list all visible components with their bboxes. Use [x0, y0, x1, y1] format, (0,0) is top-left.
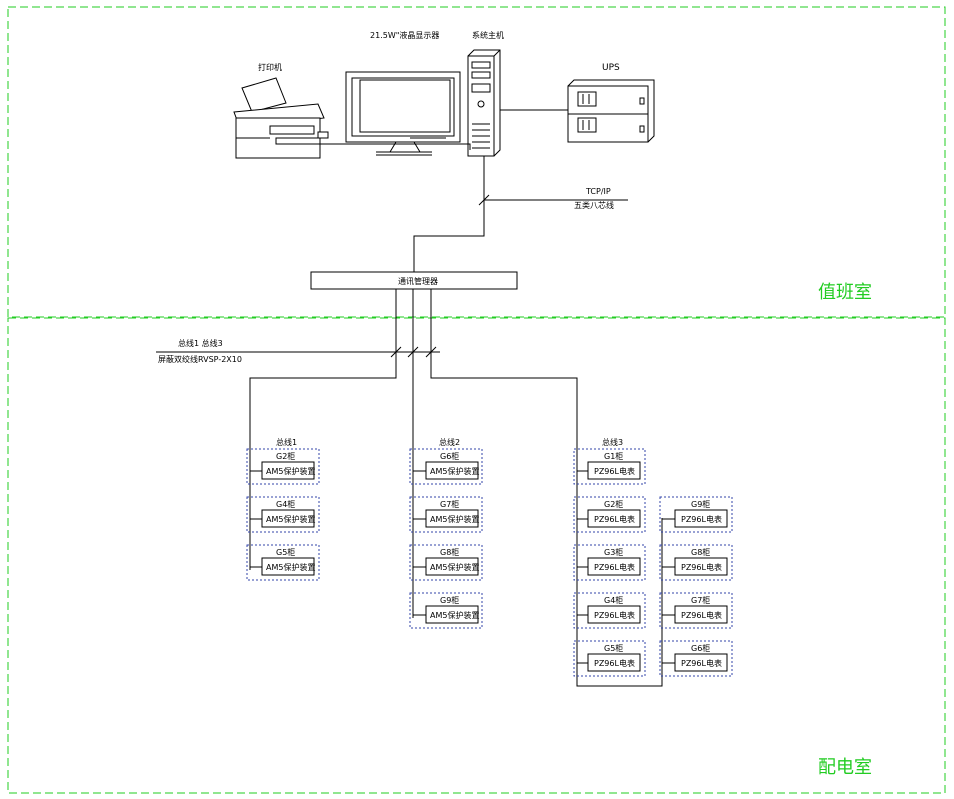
- bus-cable-spec-label: 屏蔽双绞线RVSP-2X10: [158, 354, 242, 364]
- device-node: G1柜 PZ96L电表: [573, 448, 646, 485]
- meter-label: PZ96L电表: [594, 466, 635, 476]
- printer-host-cable: [318, 143, 471, 150]
- meter-label: AM5保护装置: [266, 562, 315, 572]
- device-node: G9柜 AM5保护装置: [409, 592, 483, 629]
- device-node: G4柜 AM5保护装置: [246, 496, 320, 533]
- device-node: G5柜 PZ96L电表: [573, 640, 646, 677]
- cabinet-label: G2柜: [276, 451, 295, 461]
- bus-tick-2: [407, 346, 419, 358]
- device-node: G7柜 PZ96L电表: [659, 592, 733, 629]
- bus2-label: 总线2: [439, 437, 460, 447]
- cabinet-label: G8柜: [691, 547, 710, 557]
- distribution-room-border: [7, 317, 946, 794]
- tcpip-tick: [478, 194, 490, 206]
- comm-manager-label: 通讯管理器: [398, 276, 438, 286]
- meter-label: PZ96L电表: [681, 610, 722, 620]
- host-network-cable: [413, 156, 485, 272]
- ups-icon: [567, 79, 655, 143]
- meter-label: AM5保护装置: [266, 466, 315, 476]
- printer-label: 打印机: [258, 62, 282, 72]
- monitor-icon: [345, 71, 461, 156]
- cabinet-label: G1柜: [604, 451, 623, 461]
- duty-room-label: 值班室: [818, 282, 872, 303]
- device-node: G4柜 PZ96L电表: [573, 592, 646, 629]
- cabinet-label: G6柜: [440, 451, 459, 461]
- meter-label: PZ96L电表: [594, 562, 635, 572]
- ups-label: UPS: [602, 63, 620, 73]
- cabinet-label: G6柜: [691, 643, 710, 653]
- cabinet-label: G4柜: [276, 499, 295, 509]
- device-node: G6柜 PZ96L电表: [659, 640, 733, 677]
- meter-label: AM5保护装置: [266, 514, 315, 524]
- monitor-label: 21.5W"液晶显示器: [370, 30, 439, 40]
- cabinet-label: G3柜: [604, 547, 623, 557]
- meter-label: AM5保护装置: [430, 466, 479, 476]
- meter-label: PZ96L电表: [681, 658, 722, 668]
- printer-icon: [233, 77, 329, 159]
- cabinet-label: G2柜: [604, 499, 623, 509]
- device-node: G8柜 PZ96L电表: [659, 544, 733, 581]
- device-node: G2柜 PZ96L电表: [573, 496, 646, 533]
- cabinet-label: G9柜: [691, 499, 710, 509]
- cabinet-label: G8柜: [440, 547, 459, 557]
- meter-label: PZ96L电表: [681, 562, 722, 572]
- duty-room-border: [7, 6, 946, 318]
- host-label: 系统主机: [472, 30, 504, 40]
- cabinet-label: G7柜: [691, 595, 710, 605]
- meter-label: PZ96L电表: [681, 514, 722, 524]
- cabinet-label: G7柜: [440, 499, 459, 509]
- cabinet-label: G5柜: [604, 643, 623, 653]
- cabinet-label: G4柜: [604, 595, 623, 605]
- meter-label: AM5保护装置: [430, 562, 479, 572]
- cabinet-label: G5柜: [276, 547, 295, 557]
- cabinet-label: G9柜: [440, 595, 459, 605]
- device-node: G6柜 AM5保护装置: [409, 448, 483, 485]
- tcpip-label: TCP/IP: [585, 187, 611, 196]
- bus1-label: 总线1: [276, 437, 297, 447]
- device-node: G9柜 PZ96L电表: [659, 496, 733, 533]
- meter-label: AM5保护装置: [430, 610, 479, 620]
- device-node: G2柜 AM5保护装置: [246, 448, 320, 485]
- distribution-room-label: 配电室: [818, 757, 872, 778]
- device-node: G8柜 AM5保护装置: [409, 544, 483, 581]
- host-tower-icon: [467, 49, 501, 157]
- bus-cable-top-label: 总线1 总线3: [178, 338, 223, 348]
- device-node: G7柜 AM5保护装置: [409, 496, 483, 533]
- bus3-label: 总线3: [602, 437, 623, 447]
- meter-label: PZ96L电表: [594, 610, 635, 620]
- tcpip-cable-label: 五类八芯线: [574, 200, 614, 210]
- bus-tick-3: [425, 346, 437, 358]
- bus-tick-1: [390, 346, 402, 358]
- meter-label: PZ96L电表: [594, 514, 635, 524]
- meter-label: PZ96L电表: [594, 658, 635, 668]
- bus3-trunk: [430, 289, 663, 687]
- device-node: G5柜 AM5保护装置: [246, 544, 320, 581]
- device-node: G3柜 PZ96L电表: [573, 544, 646, 581]
- bus1-trunk: [249, 289, 397, 570]
- meter-label: AM5保护装置: [430, 514, 479, 524]
- comm-manager-box: [310, 271, 518, 290]
